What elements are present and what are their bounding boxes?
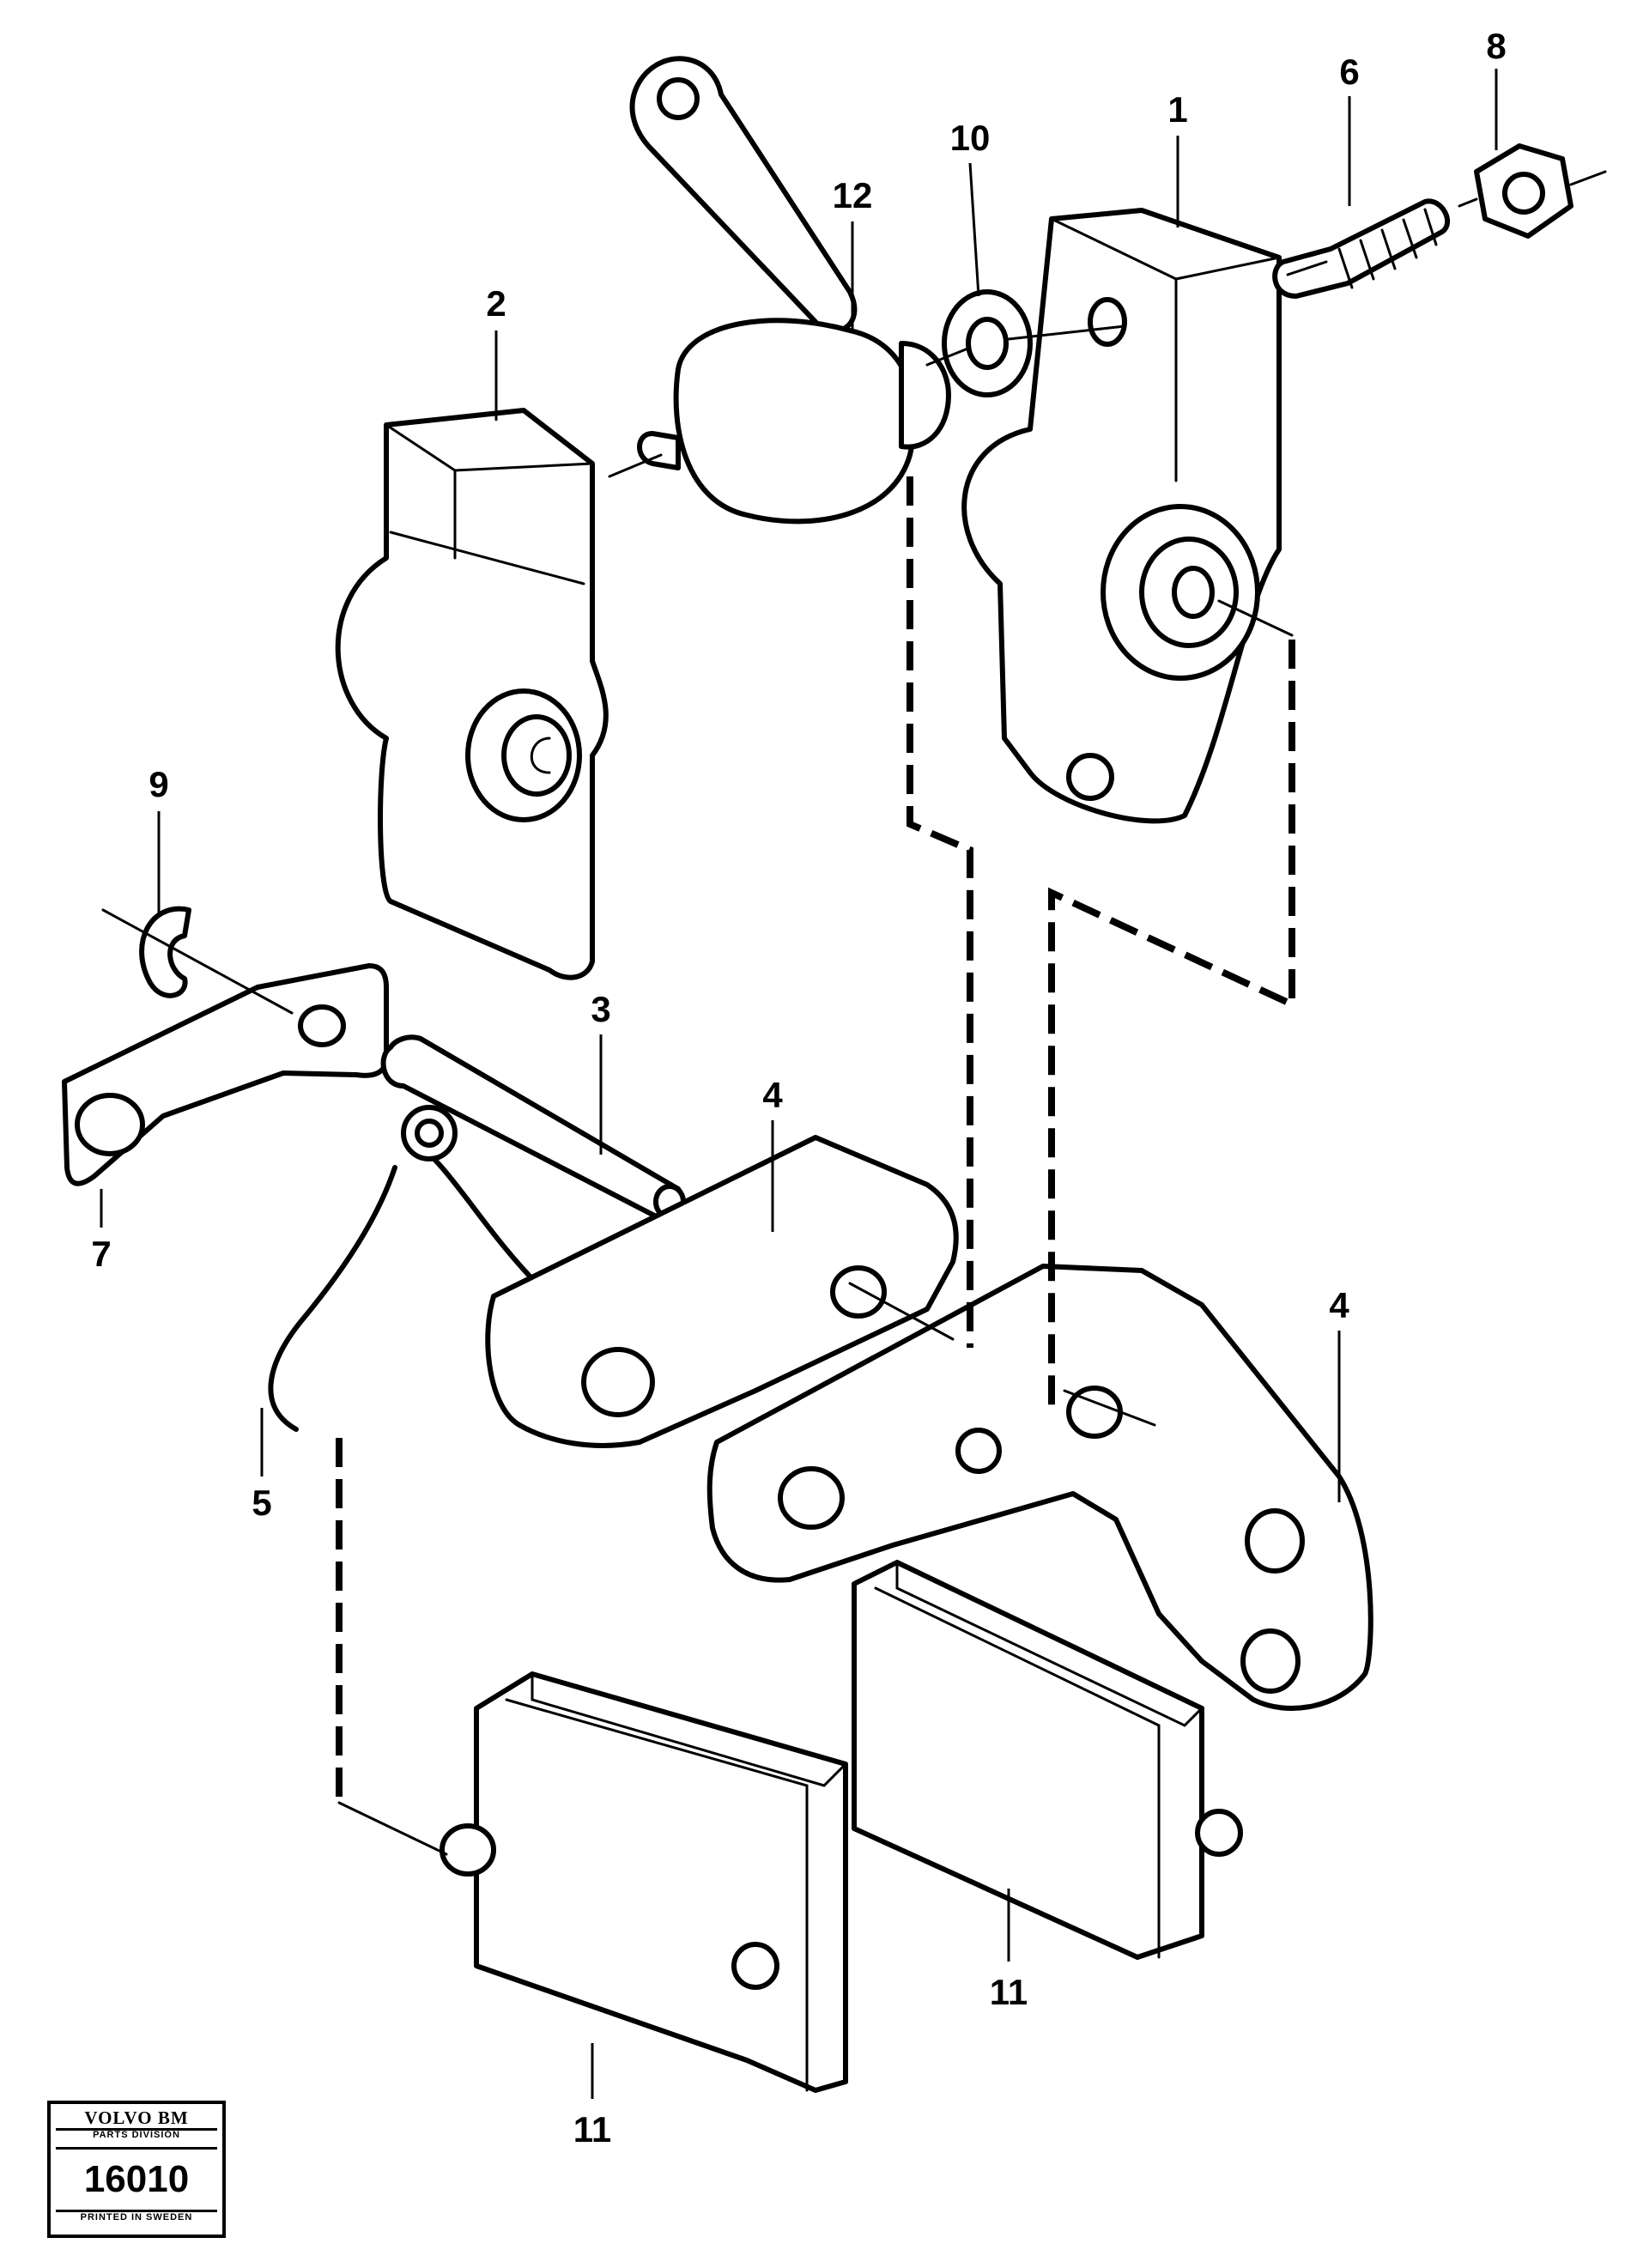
- stamp-brand: VOLVO BM: [56, 2107, 217, 2131]
- callout-5: 5: [252, 1483, 271, 1523]
- callout-7: 7: [91, 1234, 111, 1274]
- callout-9: 9: [149, 764, 168, 804]
- callout-11-right: 11: [990, 1972, 1028, 2012]
- part-5-spring: [268, 1105, 543, 1432]
- callout-1: 1: [1167, 89, 1187, 130]
- part-7-plate: [62, 963, 389, 1186]
- callout-4-right: 4: [1329, 1285, 1349, 1325]
- stamp-printed: PRINTED IN SWEDEN: [80, 2212, 193, 2223]
- callout-numbers: 1 2 3 4 4 5 6 7 8 9 10 11 11 12: [91, 26, 1506, 2150]
- callout-10: 10: [950, 118, 991, 158]
- part-8-nut: [1474, 143, 1573, 239]
- callout-4-left: 4: [762, 1075, 783, 1115]
- callout-6: 6: [1339, 52, 1359, 92]
- part-4-link-arm: [485, 1135, 959, 1448]
- part-11-pad-left: [440, 1671, 848, 2093]
- stamp-division: PARTS DIVISION: [93, 2130, 180, 2140]
- part-6-bolt: [1272, 198, 1450, 299]
- part-12-lever: [629, 56, 951, 525]
- callout-8: 8: [1486, 26, 1506, 66]
- part-10-washer: [942, 289, 1033, 397]
- part-1-bracket: [961, 208, 1282, 824]
- part-4-bracket-arm: [706, 1264, 1373, 1711]
- callout-11-left: 11: [573, 2109, 611, 2150]
- assembly-guide-lines: [101, 170, 1607, 1856]
- part-2-bracket: [335, 408, 609, 980]
- callout-12: 12: [833, 175, 873, 215]
- volvo-bm-stamp: VOLVO BM PARTS DIVISION 16010 PRINTED IN…: [47, 2101, 226, 2238]
- callout-leaders: [100, 69, 1498, 2099]
- callout-2: 2: [486, 283, 506, 324]
- callout-3: 3: [591, 989, 610, 1029]
- stamp-number: 16010: [56, 2147, 217, 2212]
- part-11-pad-right: [852, 1560, 1243, 1960]
- part-9-clip: [139, 906, 191, 998]
